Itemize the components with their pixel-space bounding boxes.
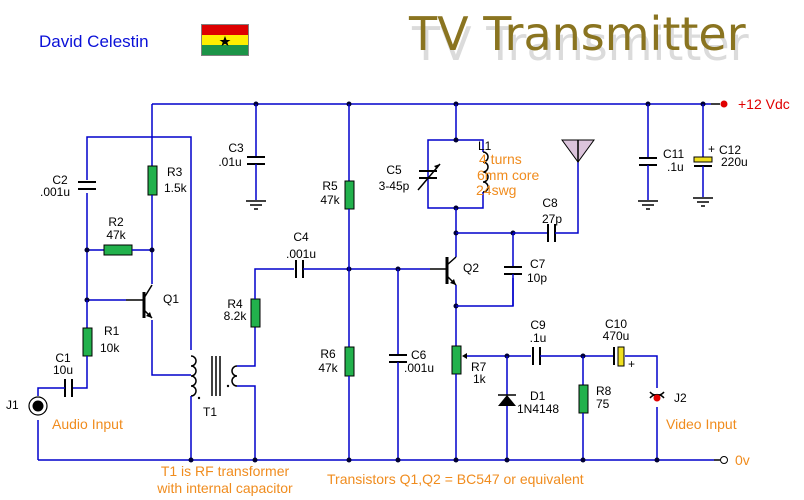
c7-value: 10p [527, 271, 547, 285]
c2-ref: C2 [52, 173, 68, 187]
r5-value: 47k [320, 193, 340, 207]
antenna-icon [561, 139, 595, 163]
audio-input-label: Audio Input [52, 416, 123, 432]
ghana-flag-icon [201, 24, 249, 56]
supply-rail [152, 100, 728, 108]
j2-ref: J2 [674, 391, 687, 405]
c4-value: .001u [286, 247, 316, 261]
q1-ref: Q1 [163, 292, 179, 306]
potentiometer-r7 [451, 345, 462, 375]
transistor-q1 [126, 284, 153, 319]
c4-ref: C4 [293, 230, 309, 244]
r5-ref: R5 [322, 179, 338, 193]
transistor-note: Transistors Q1,Q2 = BC547 or equivalent [327, 471, 584, 487]
d1-value: 1N4148 [517, 402, 559, 416]
r7-ref: R7 [471, 360, 487, 374]
video-jack-j2 [649, 391, 665, 402]
r3-value: 1.5k [164, 181, 188, 195]
c8-value: 27p [542, 212, 562, 226]
c12-value: 220u [721, 155, 748, 169]
video-input-label: Video Input [666, 416, 737, 432]
q2-ref: Q2 [463, 261, 479, 275]
r8-value: 75 [596, 397, 610, 411]
page-title: TV Transmitter [408, 7, 746, 61]
c11-value: .1u [667, 160, 684, 174]
t1-ref: T1 [203, 405, 217, 419]
c6-ref: C6 [411, 348, 427, 362]
coupling-network [250, 260, 430, 328]
title-shadow: TV Transmitter [411, 17, 749, 71]
audio-jack-j1 [28, 396, 48, 416]
r4-ref: R4 [227, 297, 243, 311]
transistor-q2 [430, 256, 457, 286]
ground-rail [38, 456, 728, 464]
resistor-r6 [344, 346, 355, 377]
c5-value: 3-45p [379, 179, 410, 193]
c8-ref: C8 [542, 196, 558, 210]
c5-ref: C5 [386, 163, 402, 177]
transformer-t1 [188, 326, 258, 463]
j1-ref: J1 [6, 398, 19, 412]
resistor-r5 [344, 180, 355, 210]
c1-value: 10u [53, 363, 73, 377]
c3-value: .01u [218, 155, 241, 169]
oscillator-stage [417, 101, 595, 346]
video-input-stage [451, 345, 665, 463]
l1-note-wire: 24swg [476, 182, 516, 198]
c1-ref: C1 [55, 351, 71, 365]
c10-value: 470u [603, 329, 630, 343]
l1-ref: L1 [478, 139, 492, 153]
t1-note-line1: T1 is RF transformer [161, 463, 290, 479]
r1-value: 10k [100, 341, 120, 355]
ground-label: 0v [735, 452, 750, 468]
c10-polarity: + [628, 357, 635, 371]
bias-network [344, 101, 407, 463]
c12-polarity: + [708, 142, 715, 156]
r6-value: 47k [318, 361, 338, 375]
resistor-r3 [147, 165, 158, 196]
resistor-r1 [82, 327, 93, 357]
r3-ref: R3 [167, 165, 183, 179]
decoupling [638, 101, 713, 210]
d1-ref: D1 [530, 389, 546, 403]
resistor-r2 [103, 244, 133, 256]
ground-terminal [720, 456, 728, 464]
c11-ref: C11 [663, 147, 684, 161]
c7-ref: C7 [530, 257, 546, 271]
resistor-r4 [250, 298, 261, 328]
audio-stage [28, 104, 192, 460]
r6-ref: R6 [320, 347, 336, 361]
l1-note-turns: 4 turns [479, 151, 522, 167]
l1-note-core: 6mm core [477, 167, 539, 183]
c12-ref: C12 [719, 143, 741, 157]
c10-ref: C10 [605, 317, 627, 331]
r1-ref: R1 [104, 324, 120, 338]
c9-ref: C9 [530, 318, 546, 332]
c9-value: .1u [530, 331, 547, 345]
r4-value: 8.2k [224, 309, 248, 323]
c6-value: .001u [404, 361, 434, 375]
author-name: David Celestin [39, 32, 149, 51]
c3-ref: C3 [228, 141, 244, 155]
r2-ref: R2 [108, 215, 124, 229]
r8-ref: R8 [596, 384, 612, 398]
resistor-r8 [578, 384, 589, 414]
c2-value: .001u [40, 185, 70, 199]
t1-note-line2: with internal capacitor [156, 480, 293, 496]
r7-value: 1k [473, 372, 487, 386]
r2-value: 47k [106, 228, 126, 242]
supply-terminal [720, 100, 728, 108]
supply-label: +12 Vdc [738, 96, 790, 112]
capacitor-c3 [246, 101, 266, 210]
